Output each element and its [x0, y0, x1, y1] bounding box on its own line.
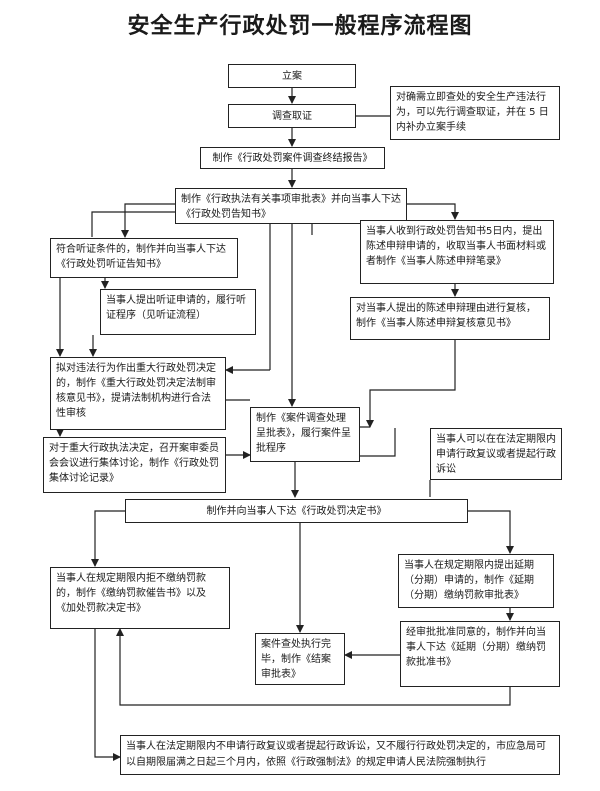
node-chengpi: 制作《案件调查处理呈批表》，履行案件呈批程序	[250, 407, 360, 462]
node-tingzheng: 符合听证条件的，制作并向当事人下达《行政处罚听证告知书》	[50, 238, 238, 278]
node-qiangzhi: 当事人在法定期限内不申请行政复议或者提起行政诉讼，又不履行行政处罚决定的，市应急…	[120, 735, 560, 775]
node-zhongjie: 制作《行政处罚案件调查终结报告》	[200, 147, 385, 169]
node-jiti: 对于重大行政执法决定，召开案审委员会会议进行集体讨论，制作《行政处罚集体讨论记录…	[43, 437, 226, 493]
node-fuyi: 当事人可以在在法定期限内申请行政复议或者提起行政诉讼	[430, 428, 562, 480]
node-lian: 立案	[228, 64, 356, 88]
node-chenshu: 当事人收到行政处罚告知书5日内，提出陈述申辩申请的，收取当事人书面材料或者制作《…	[360, 220, 554, 284]
page-title: 安全生产行政处罚一般程序流程图	[127, 14, 473, 39]
node-shenpi: 制作《行政执法有关事项审批表》并向当事人下达《行政处罚告知书》	[175, 188, 407, 224]
node-jujiao: 当事人在规定期限内拒不缴纳罚款的，制作《缴纳罚款催告书》以及《加处罚款决定书》	[50, 567, 230, 629]
node-jiean: 案件查处执行完毕，制作《结案审批表》	[255, 633, 345, 685]
node-side-note: 对确需立即查处的安全生产违法行为，可以先行调查取证，并在 5 日内补办立案手续	[390, 86, 560, 140]
node-zhongda: 拟对违法行为作出重大行政处罚决定的，制作《重大行政处罚决定法制审核意见书》，提请…	[50, 357, 226, 430]
node-pizhun: 经审批批准同意的，制作并向当事人下达《延期（分期）缴纳罚款批准书》	[400, 621, 560, 687]
node-lvxing: 当事人提出听证申请的，履行听证程序（见听证流程）	[100, 289, 256, 335]
node-fuhe: 对当事人提出的陈述申辩理由进行复核，制作《当事人陈述申辩复核意见书》	[350, 297, 550, 340]
node-diaocha: 调查取证	[228, 104, 356, 128]
node-yanqi: 当事人在规定期限内提出延期（分期）申请的，制作《延期（分期）缴纳罚款审批表》	[398, 554, 554, 608]
node-jueding: 制作并向当事人下达《行政处罚决定书》	[125, 499, 468, 523]
